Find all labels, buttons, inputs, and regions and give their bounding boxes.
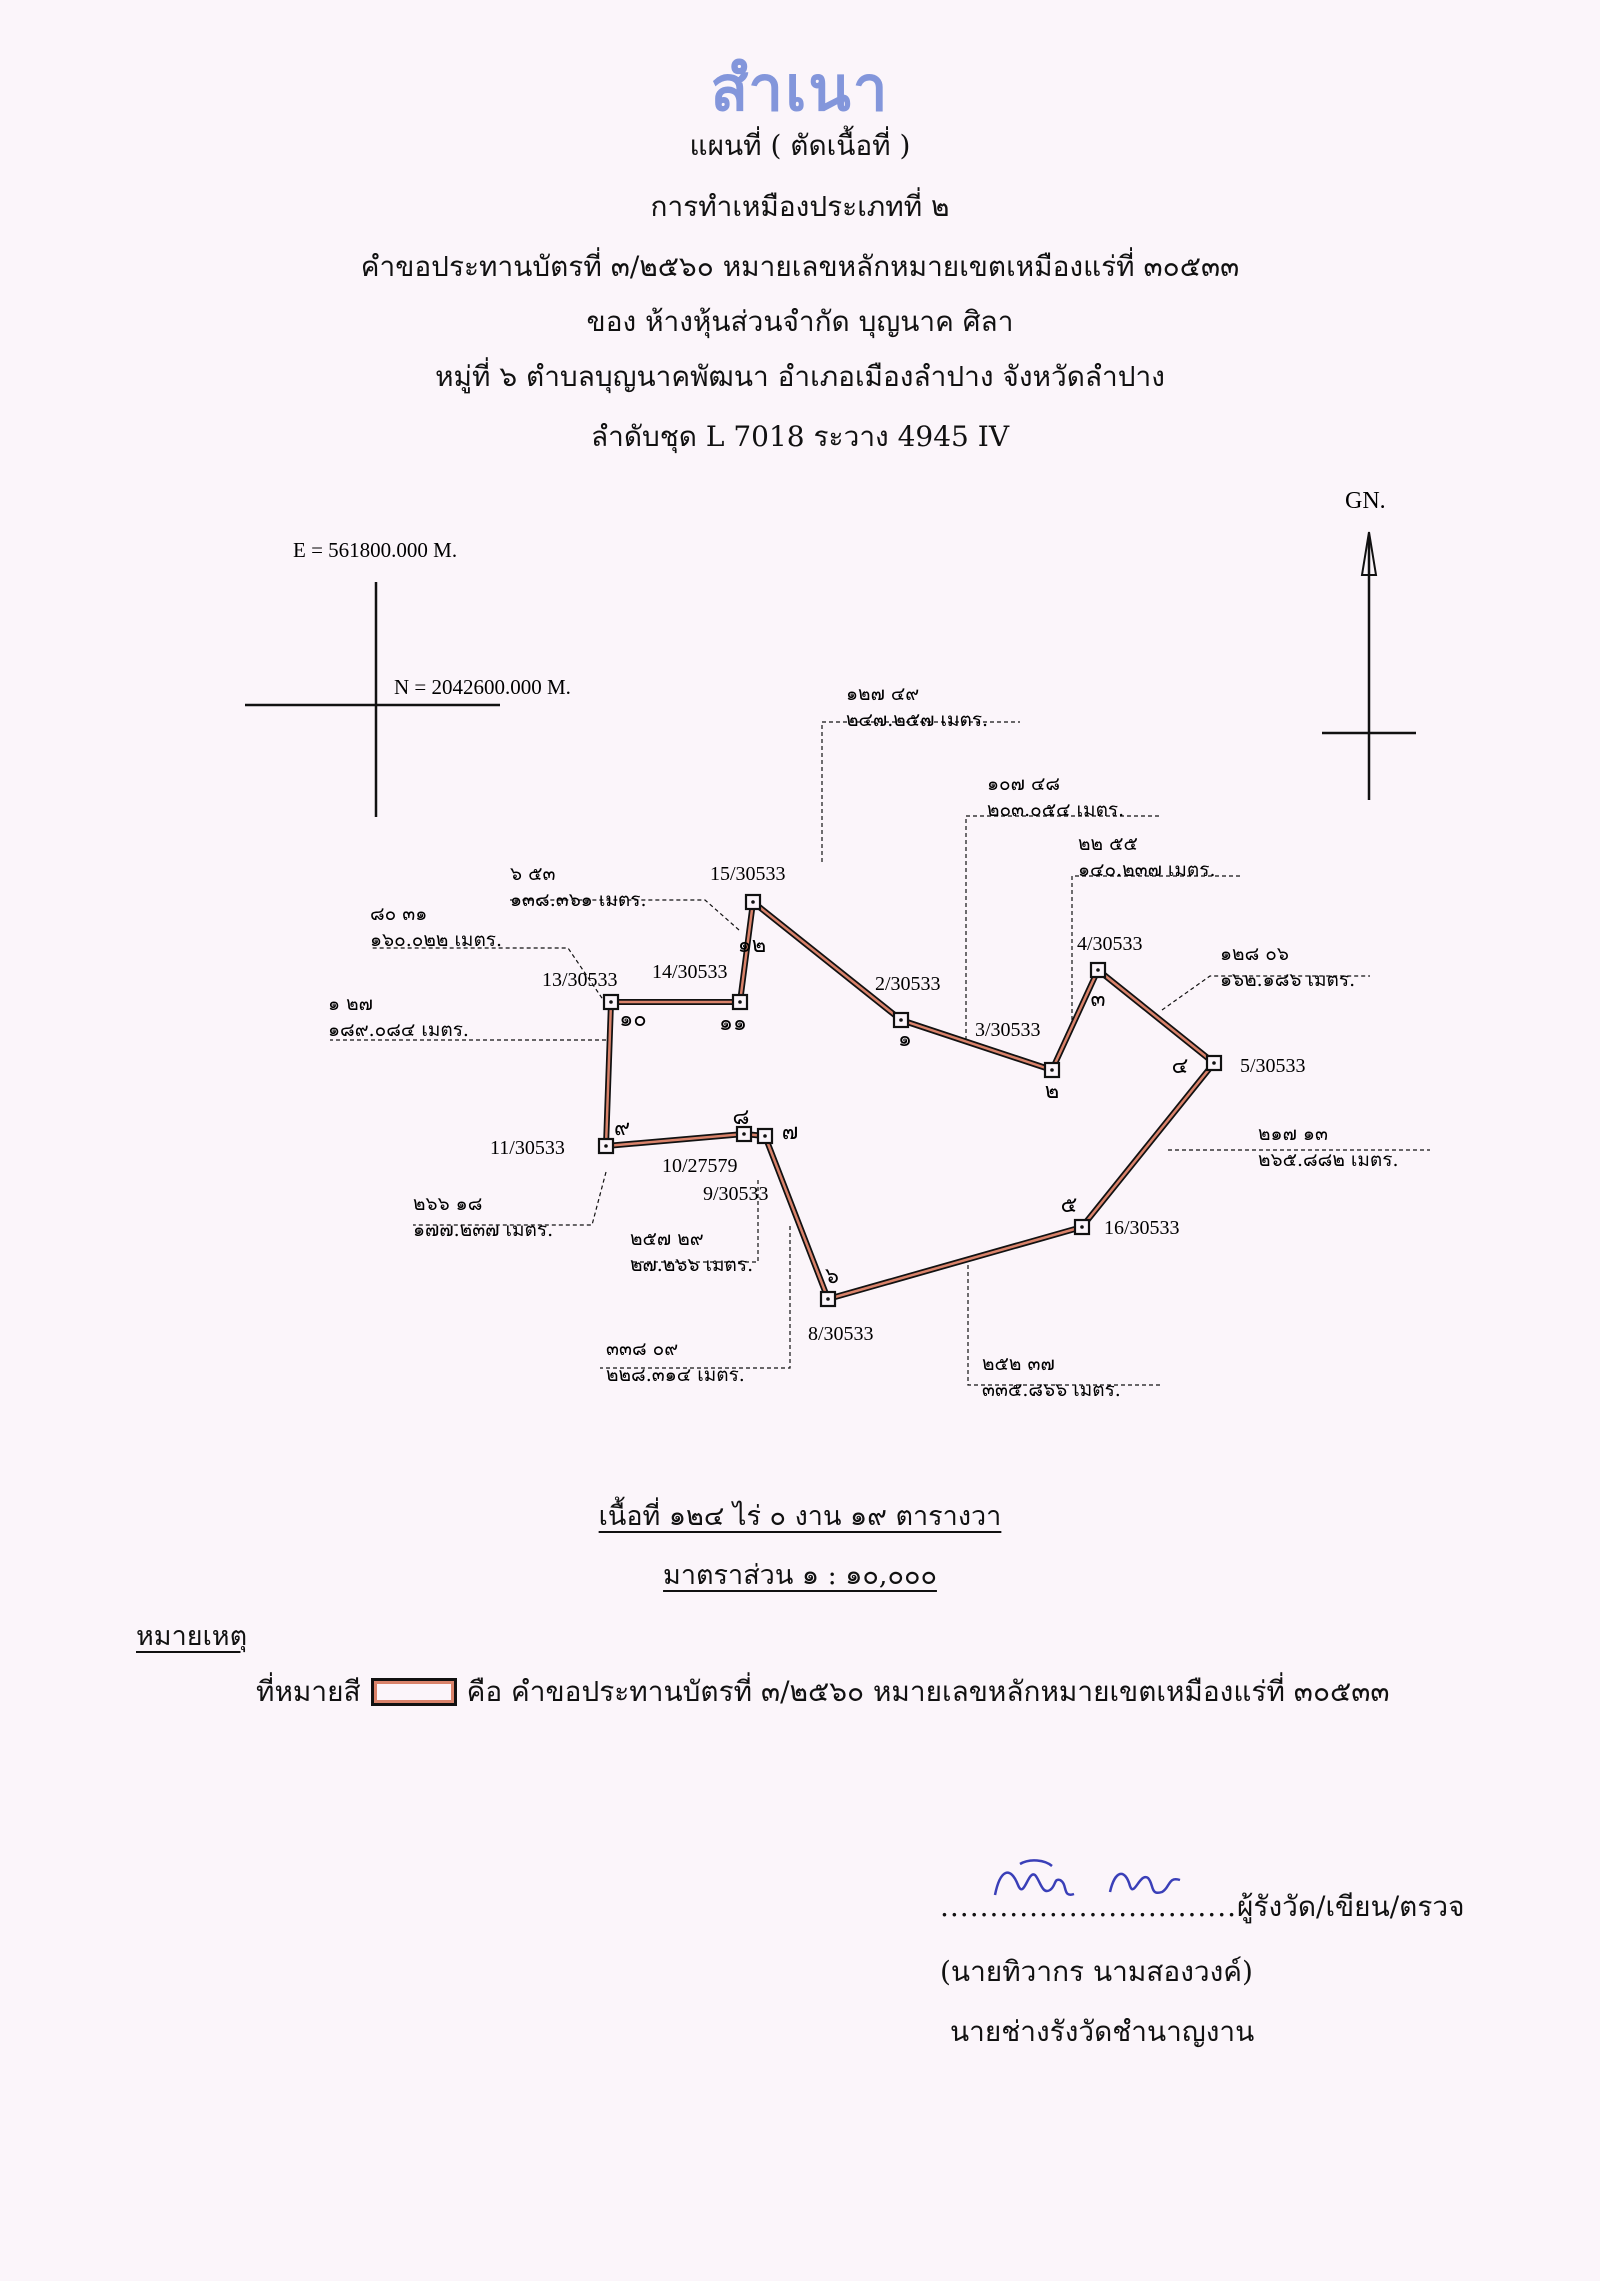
boundary-markers: 15/30533 ๑๒ 2/30533 ๑ 3/30533 ๒ 4/30533 ๓ 5/3053… <box>490 863 1306 1345</box>
marker-sequence: ๑ <box>898 1027 912 1052</box>
marker-id: 8/30533 <box>808 1323 874 1345</box>
bearing-angle: ๓๓๘ ๐๙ <box>606 1338 678 1360</box>
leader-lines <box>330 721 1430 1386</box>
bearing-distance: ๑๘๙.๐๘๔ เมตร. <box>328 1019 469 1041</box>
leader-line <box>510 899 740 931</box>
legend-prefix: ที่หมายสี <box>256 1675 361 1708</box>
bearing-distance: ๒๒๘.๓๑๔ เมตร. <box>606 1364 745 1386</box>
bearing-distance: ๑๓๘.๓๖๑ เมตร. <box>510 889 647 911</box>
legend-row: ที่หมายสี คือ คำขอประทานบัตรที่ ๓/๒๕๖๐ ห… <box>256 1670 1390 1714</box>
marker-sequence: ๒ <box>1045 1079 1060 1104</box>
copy-stamp: สำเนา <box>710 52 890 125</box>
easting-label: E = 561800.000 M. <box>293 538 457 562</box>
marker-sequence: ๑๒ <box>738 933 766 958</box>
leader-line <box>600 1226 791 1369</box>
marker-id: 5/30533 <box>1240 1055 1306 1077</box>
signer-role: ผู้รังวัด/เขียน/ตรวจ <box>1237 1890 1465 1923</box>
handwritten-signature <box>993 1859 1181 1896</box>
marker-sequence: ๑๐ <box>619 1007 646 1032</box>
marker-id: 9/30533 <box>703 1183 769 1205</box>
bearing-angle: ๒๕๒ ๓๗ <box>982 1353 1055 1375</box>
bearing-distance: ๒๔๗.๒๕๗ เมตร. <box>846 709 988 731</box>
bearing-angle: ๒๕๗ ๒๙ <box>630 1228 704 1250</box>
leader-line <box>965 815 1160 1040</box>
bearing-angle: ๒๒ ๕๕ <box>1078 833 1138 855</box>
bearing-angle: ๑๐๗ ๔๘ <box>987 773 1060 795</box>
survey-map: GN. E = 561800.000 M. N = 2042600.000 M.… <box>245 488 1430 1401</box>
bearing-distance: ๓๓๕.๘๖๖ เมตร. <box>982 1379 1121 1401</box>
mining-type: การทำเหมืองประเภทที่ ๒ <box>650 190 950 223</box>
legend-text: คือ คำขอประทานบัตรที่ ๓/๒๕๖๐ หมายเลขหลัก… <box>466 1675 1390 1708</box>
map-scale: มาตราส่วน ๑ : ๑๐,๐๐๐ <box>663 1560 937 1591</box>
bearing-angle: ๒๑๗ ๑๓ <box>1258 1123 1328 1145</box>
leader-line <box>1161 975 1370 1011</box>
signature-dots: .............................. <box>940 1890 1238 1923</box>
bearing-distance: ๒๗.๒๖๖ เมตร. <box>630 1254 753 1276</box>
marker-id: 16/30533 <box>1104 1217 1180 1239</box>
marker-id: 14/30533 <box>652 961 728 983</box>
grid-reference: E = 561800.000 M. N = 2042600.000 M. <box>245 538 571 817</box>
boundary-color-swatch <box>370 1678 457 1706</box>
marker-sequence: ๘ <box>733 1105 750 1130</box>
marker-sequence: ๕ <box>1061 1193 1078 1218</box>
bearing-distance: ๒๖๕.๘๘๒ เมตร. <box>1258 1149 1399 1171</box>
bearing-distance: ๒๐๓.๐๕๔ เมตร. <box>987 799 1124 821</box>
bearing-angle: ๑๒๗ ๔๙ <box>846 683 919 705</box>
bearing-distance: ๑๗๗.๒๓๗ เมตร. <box>413 1219 553 1241</box>
leader-line <box>967 1265 1160 1386</box>
bearing-distance: ๑๔๐.๒๓๗ เมตร. <box>1078 859 1216 881</box>
marker-id: 10/27579 <box>662 1155 738 1177</box>
bearing-angle: ๘๐ ๓๑ <box>370 903 427 925</box>
north-label: GN. <box>1345 488 1386 514</box>
marker-id: 3/30533 <box>975 1019 1041 1041</box>
marker-sequence: ๑๑ <box>719 1011 747 1036</box>
bearing-distance: ๑๖๐.๐๒๒ เมตร. <box>370 929 502 951</box>
area-total: เนื้อที่ ๑๒๔ ไร่ ๐ งาน ๑๙ ตารางวา <box>598 1501 1002 1532</box>
marker-sequence: ๙ <box>614 1116 630 1141</box>
marker-sequence: ๔ <box>1172 1054 1189 1079</box>
marker-sequence: ๓ <box>1090 987 1105 1012</box>
concession-request: คำขอประทานบัตรที่ ๓/๒๕๖๐ หมายเลขหลักหมาย… <box>360 250 1240 283</box>
location: หมู่ที่ ๖ ตำบลบุญนาคพัฒนา อำเภอเมืองลำปา… <box>435 360 1165 393</box>
bearing-distance: ๑๖๒.๑๘๖ เมตร. <box>1220 969 1355 991</box>
owner-name: ของ ห้างหุ้นส่วนจำกัด บุญนาค ศิลา <box>586 305 1014 338</box>
northing-label: N = 2042600.000 M. <box>394 675 571 699</box>
marker-sequence: ๗ <box>782 1120 799 1145</box>
map-sheet: ลำดับชุด L 7018 ระวาง 4945 IV <box>590 420 1010 453</box>
remark-title: หมายเหตุ <box>136 1621 248 1652</box>
bearing-angle: ๒๖๖ ๑๘ <box>413 1193 482 1215</box>
signer-name: (นายทิวากร นามสองวงค์) <box>940 1955 1253 1988</box>
bearing-angle: ๑ ๒๗ <box>328 993 373 1015</box>
marker-id: 15/30533 <box>710 863 786 885</box>
bearing-angle: ๖ ๕๓ <box>510 863 555 885</box>
marker-id: 2/30533 <box>875 973 941 995</box>
map-title: แผนที่ ( ตัดเนื้อที่ ) <box>689 129 911 162</box>
north-arrow: GN. <box>1322 488 1416 800</box>
signer-position: นายช่างรังวัดชำนาญงาน <box>950 2015 1255 2048</box>
marker-id: 11/30533 <box>490 1137 565 1159</box>
bearing-angle: ๑๒๘ ๐๖ <box>1220 943 1289 965</box>
leader-line <box>370 947 607 1005</box>
marker-id: 4/30533 <box>1077 933 1143 955</box>
leader-line <box>821 721 1020 862</box>
signer-line: ..............................ผู้รังวัด/… <box>940 1885 1465 1929</box>
marker-sequence: ๖ <box>825 1264 839 1289</box>
marker-id: 13/30533 <box>542 969 618 991</box>
leader-line <box>1071 875 1240 1020</box>
